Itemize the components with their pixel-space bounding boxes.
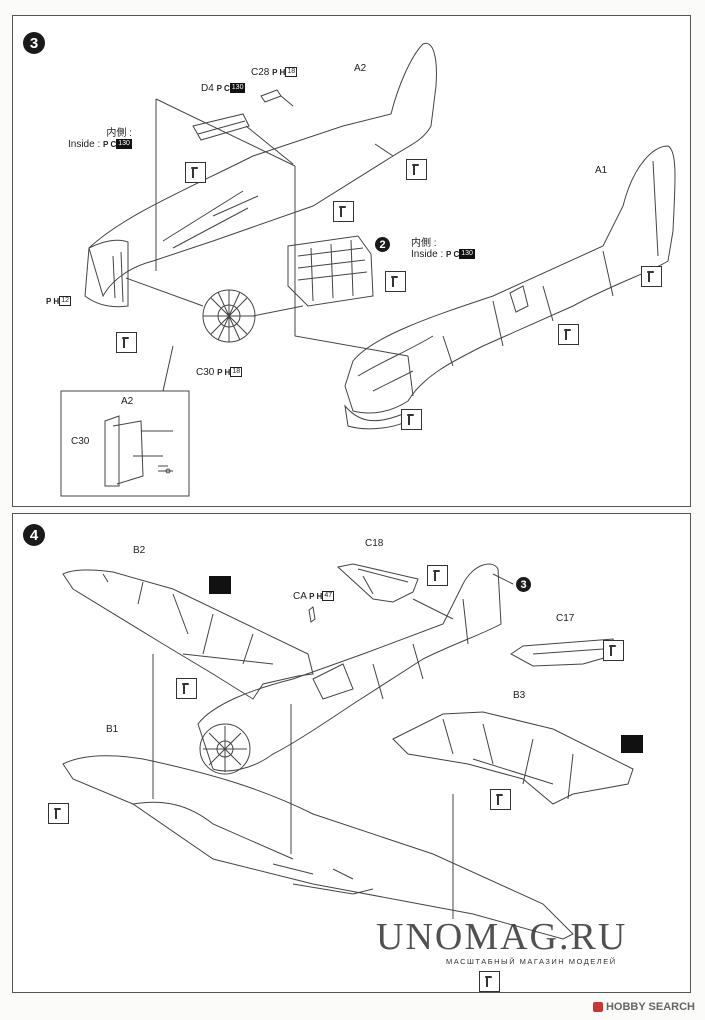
fuselage-a1 xyxy=(345,146,675,413)
step-3-drawing xyxy=(13,16,690,506)
label-b2: B2 xyxy=(133,545,146,556)
step-3-badge: 3 xyxy=(23,32,45,54)
step-4-badge: 4 xyxy=(23,524,45,546)
brand-logo: HOBBY SEARCH xyxy=(592,1001,695,1013)
cockpit-frame xyxy=(288,236,373,306)
glue-icon xyxy=(406,159,427,180)
engine-front xyxy=(200,724,250,774)
label-b3: B3 xyxy=(513,690,526,701)
canopy-ca xyxy=(309,607,315,622)
label-a2: A2 xyxy=(354,63,367,74)
subassembly-3-badge: 3 xyxy=(516,577,531,592)
glue-icon xyxy=(185,162,206,183)
glue-icon xyxy=(603,640,624,661)
glue-icon xyxy=(427,565,448,586)
glue-icon xyxy=(48,803,69,824)
label-b1: B1 xyxy=(106,724,119,735)
step-4-drawing xyxy=(13,514,690,992)
detail-inset-drawing xyxy=(105,416,173,486)
cement-icon xyxy=(209,576,231,594)
label-a1: A1 xyxy=(595,165,608,176)
glue-icon xyxy=(333,201,354,222)
fuselage-assembly xyxy=(198,564,501,771)
glue-icon xyxy=(116,332,137,353)
label-c17: C17 xyxy=(556,613,575,624)
glue-icon xyxy=(176,678,197,699)
watermark: UNOMAG.RU xyxy=(376,916,628,958)
stabilizer-c18 xyxy=(338,564,418,602)
watermark-subtitle: МАСШТАБНЫЙ МАГАЗИН МОДЕЛЕЙ xyxy=(446,957,617,966)
wing-upper-right-b3 xyxy=(393,712,633,804)
cement-icon xyxy=(621,735,643,753)
step-3-panel: 3 xyxy=(12,15,691,507)
detail-label-a2: A2 xyxy=(121,396,134,407)
glue-icon xyxy=(490,789,511,810)
fuselage-half-a2 xyxy=(89,43,436,296)
brand-icon xyxy=(592,1002,603,1012)
stabilizer-c17 xyxy=(511,639,618,666)
glue-icon xyxy=(401,409,422,430)
label-c18: C18 xyxy=(365,538,384,549)
wing-upper-left-b2 xyxy=(63,570,313,699)
glue-icon xyxy=(558,324,579,345)
c28-part xyxy=(261,90,281,102)
detail-label-c30: C30 xyxy=(71,436,90,447)
subassembly-2-badge: 2 xyxy=(375,237,390,252)
seat-d4 xyxy=(193,114,249,140)
step-4-panel: 4 xyxy=(12,513,691,993)
glue-icon xyxy=(479,971,500,992)
wing-lower-b1 xyxy=(63,756,573,939)
glue-icon xyxy=(385,271,406,292)
glue-icon xyxy=(641,266,662,287)
